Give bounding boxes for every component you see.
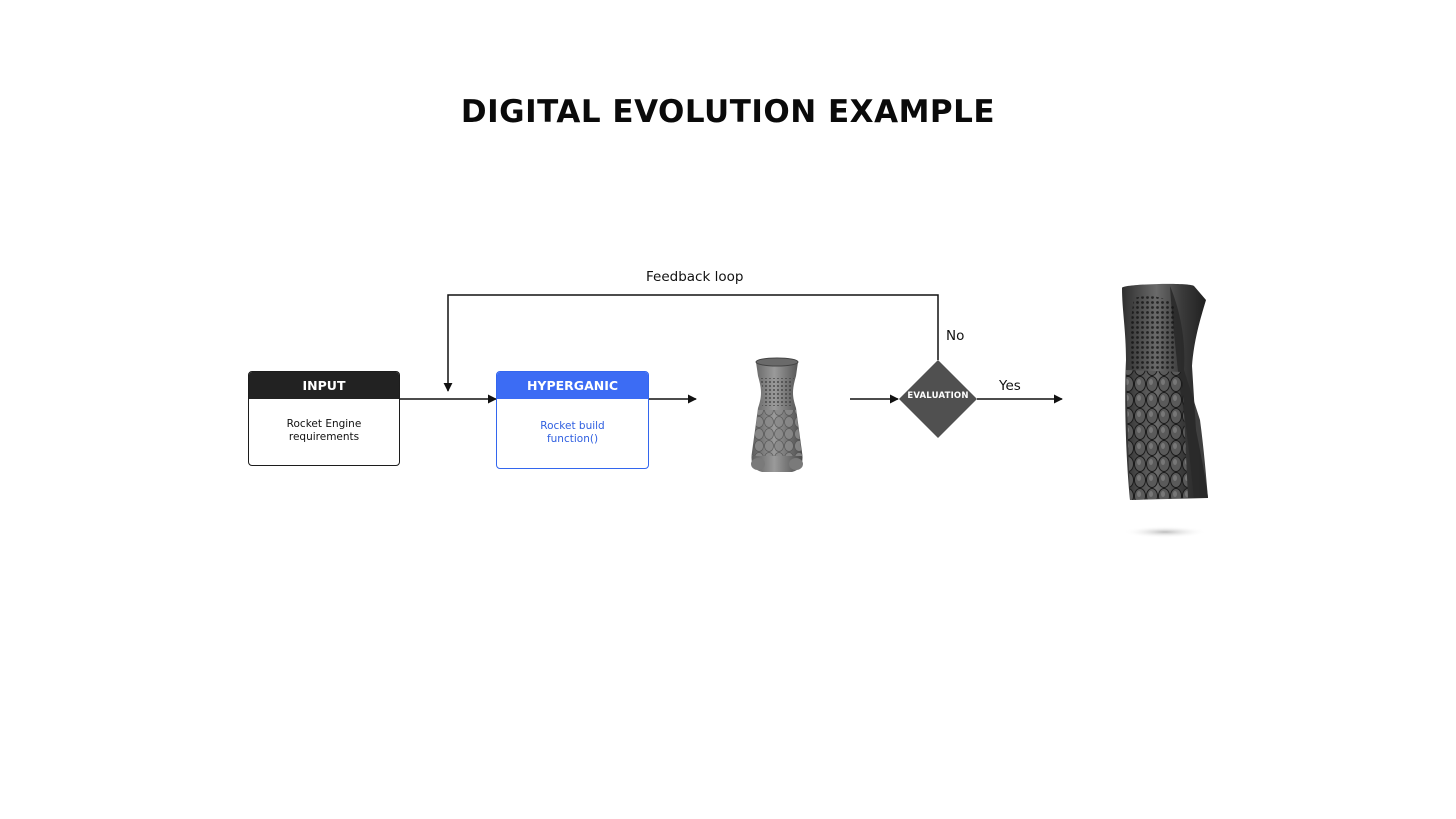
final-render-image [1122,283,1208,538]
input-box-body: Rocket Engine requirements [249,399,399,463]
hyperganic-box-line2: function() [546,432,599,445]
hyperganic-box-line1: Rocket build [540,419,605,432]
yes-label: Yes [999,378,1021,394]
hyperganic-box-header: HYPERGANIC [497,372,648,399]
input-box-line2: requirements [288,431,360,443]
prototype-render-image [751,357,803,472]
input-box-header: INPUT [249,372,399,399]
hyperganic-box: HYPERGANIC Rocket build function() [496,371,649,469]
feedback-loop-arrow [443,294,939,392]
hyperganic-box-body: Rocket build function() [497,399,648,466]
page-title: DIGITAL EVOLUTION EXAMPLE [460,94,996,130]
input-box: INPUT Rocket Engine requirements [248,371,400,466]
evaluation-label: EVALUATION [907,391,969,401]
input-box-line1: Rocket Engine [286,418,362,430]
no-label: No [946,328,965,344]
evaluation-diamond [899,360,977,438]
feedback-loop-label: Feedback loop [646,269,744,285]
